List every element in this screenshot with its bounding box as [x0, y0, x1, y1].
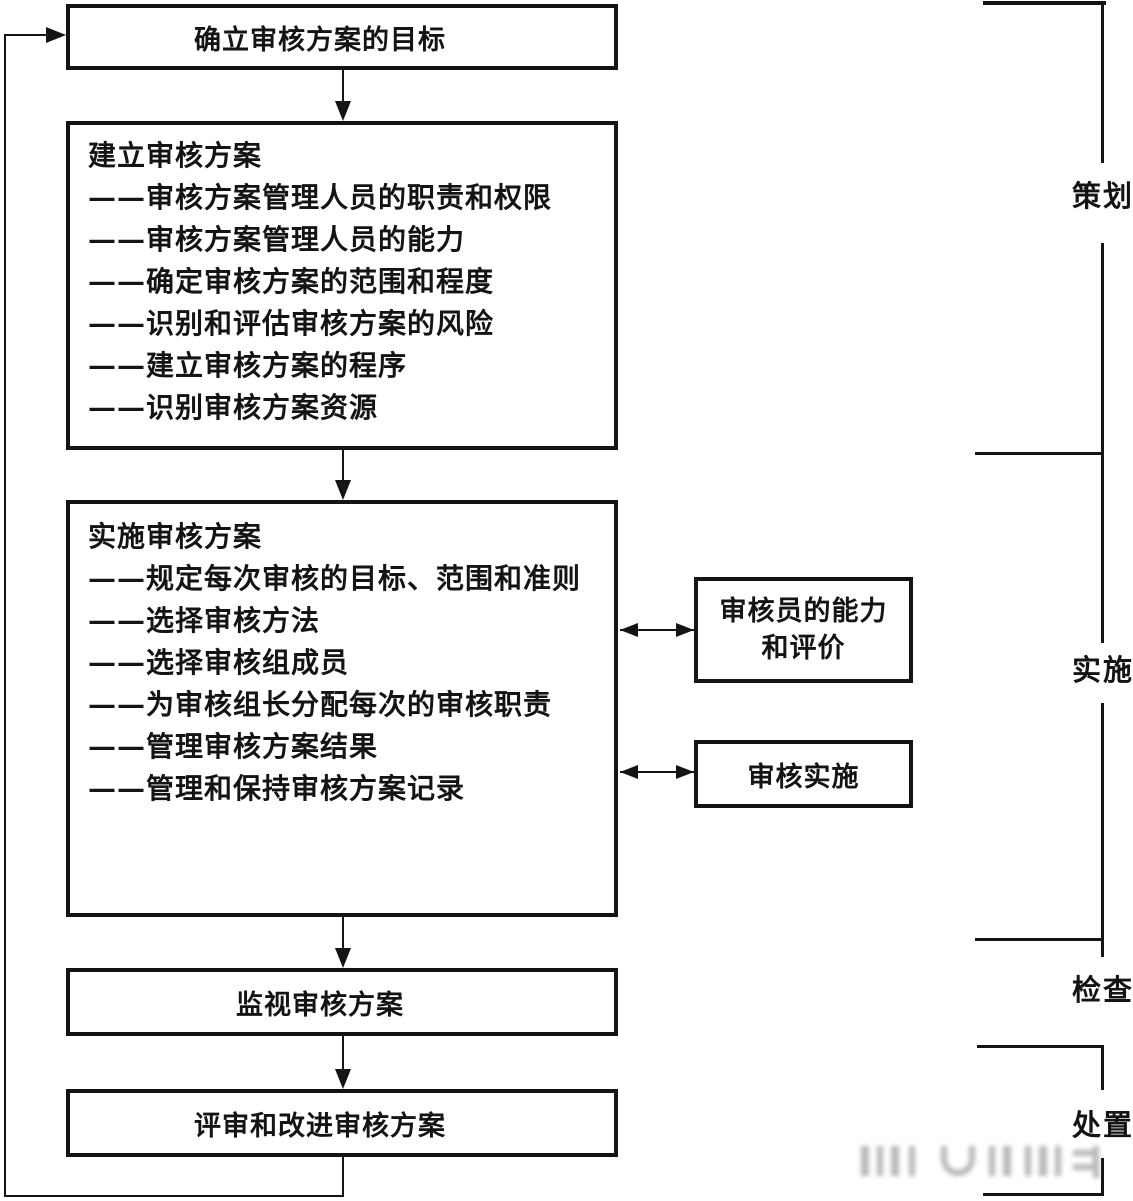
connector-line-2 [342, 450, 344, 482]
arrowhead-left-icon [620, 765, 638, 779]
arrowhead-right-icon [46, 27, 66, 43]
establish-title: 建立审核方案 [88, 139, 263, 172]
flow-box-review: 评审和改进审核方案 [66, 1089, 618, 1157]
feedback-line-top [4, 34, 48, 36]
competence-line-2: 和评价 [761, 633, 846, 664]
pdca-label-act: 处置 [1070, 1108, 1133, 1142]
double-arrow-line [620, 629, 694, 631]
flow-box-objectives: 确立审核方案的目标 [66, 4, 618, 70]
list-item: ——规定每次审核的目标、范围和准则 [88, 562, 582, 595]
double-arrow-line [620, 771, 694, 773]
pdca-bracket-segment [1101, 1, 1104, 163]
flow-box-auditor-competence: 审核员的能力 和评价 [694, 577, 913, 683]
flow-box-objectives-label: 确立审核方案的目标 [194, 24, 446, 56]
implement-title: 实施审核方案 [88, 520, 263, 553]
connector-line-1 [342, 70, 344, 103]
feedback-line-bottom [4, 1195, 344, 1197]
arrowhead-down-icon [335, 480, 351, 500]
arrowhead-down-icon [335, 1069, 351, 1089]
list-item: ——选择审核方法 [88, 604, 321, 637]
list-item: ——管理审核方案结果 [88, 730, 379, 763]
flow-box-establish: 建立审核方案 ——审核方案管理人员的职责和权限 ——审核方案管理人员的能力 ——… [66, 121, 618, 450]
list-item: ——审核方案管理人员的能力 [88, 223, 466, 256]
arrowhead-left-icon [620, 623, 638, 637]
arrowhead-right-icon [676, 765, 694, 779]
pdca-tick-plan-do [975, 452, 1104, 455]
arrowhead-right-icon [676, 623, 694, 637]
list-item: ——确定审核方案的范围和程度 [88, 265, 495, 298]
review-label: 评审和改进审核方案 [194, 1110, 446, 1142]
pdca-bracket-segment [1101, 1045, 1104, 1090]
flow-box-audit-execution: 审核实施 [694, 740, 913, 808]
pdca-bracket-segment [1101, 243, 1104, 643]
pdca-tick-do-check [975, 938, 1104, 941]
flow-box-monitor: 监视审核方案 [66, 968, 618, 1036]
connector-line-3 [342, 917, 344, 950]
pdca-tick-top [983, 1, 1106, 5]
list-item: ——为审核组长分配每次的审核职责 [88, 688, 553, 721]
connector-line-4 [342, 1036, 344, 1071]
list-item: ——建立审核方案的程序 [88, 349, 408, 382]
pdca-label-do: 实施 [1070, 653, 1133, 687]
list-item: ——识别审核方案资源 [88, 391, 379, 424]
audit-execution-label: 审核实施 [747, 761, 860, 793]
monitor-label: 监视审核方案 [236, 989, 404, 1021]
list-item: ——识别和评估审核方案的风险 [88, 307, 495, 340]
pdca-bracket-segment [1101, 1158, 1104, 1196]
list-item: ——管理和保持审核方案记录 [88, 772, 466, 805]
feedback-line-left [4, 34, 6, 1197]
pdca-label-check: 检查 [1070, 973, 1133, 1007]
list-item: ——选择审核组成员 [88, 646, 350, 679]
competence-line-1: 审核员的能力 [719, 596, 888, 627]
pdca-tick-check-act [977, 1045, 1104, 1048]
watermark-smudge [853, 1144, 1119, 1182]
flow-box-implement: 实施审核方案 ——规定每次审核的目标、范围和准则 ——选择审核方法 ——选择审核… [66, 500, 618, 917]
arrowhead-down-icon [335, 948, 351, 968]
feedback-line-down [342, 1157, 344, 1197]
list-item: ——审核方案管理人员的职责和权限 [88, 181, 553, 214]
pdca-bracket-segment [1101, 703, 1104, 957]
arrowhead-down-icon [335, 101, 351, 121]
pdca-tick-bottom [983, 1193, 1104, 1196]
pdca-label-plan: 策划 [1070, 179, 1133, 213]
